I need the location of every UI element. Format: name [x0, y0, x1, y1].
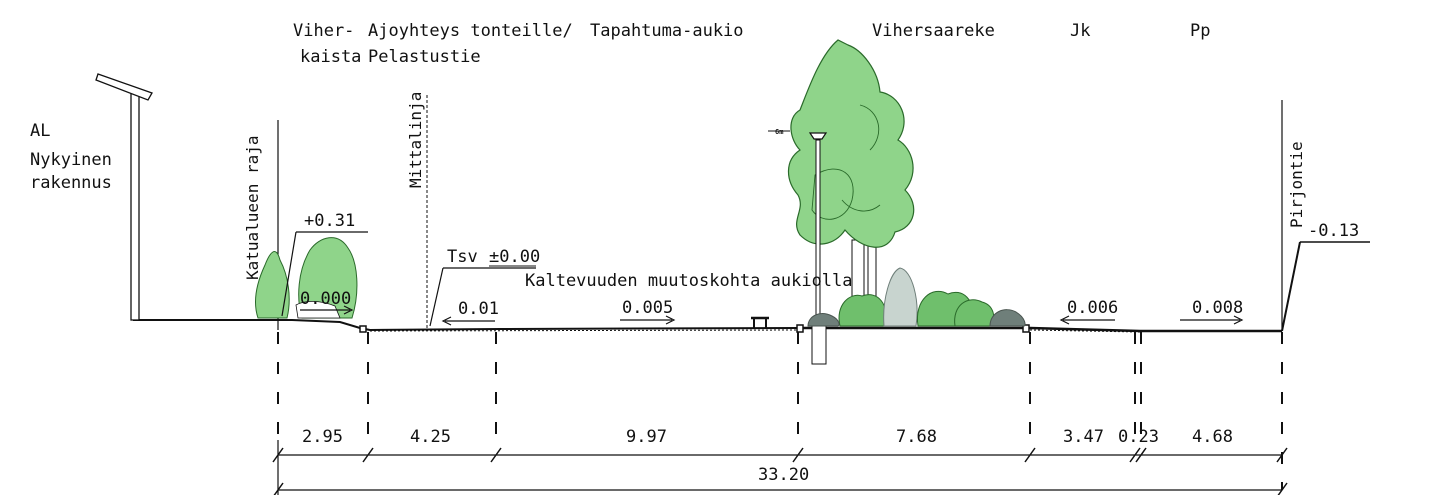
- elevation-tsv-prefix: Tsv: [447, 247, 478, 267]
- slope-pp: 0.008: [1192, 298, 1243, 318]
- dim-1: 2.95: [302, 427, 343, 447]
- zone-viherkaista-1: Viher-: [293, 21, 354, 41]
- zone-viherkaista-2: kaista: [300, 47, 361, 67]
- zone-pp: Pp: [1190, 21, 1210, 41]
- slope-green: 0.000: [300, 289, 351, 309]
- bench-icon: [751, 316, 769, 329]
- kaltevuus-note: Kaltevuuden muutoskohta aukiolla: [525, 271, 853, 291]
- zone-ajoyhteys-1: Ajoyhteys tonteille/: [368, 21, 573, 41]
- slope-road: 0.01: [458, 299, 499, 319]
- slope-square: 0.005: [622, 298, 673, 318]
- pirjontie-label: Pirjontie: [1287, 141, 1306, 228]
- ground-profile: [133, 241, 1370, 333]
- dim-5: 3.47: [1063, 427, 1104, 447]
- elevation-tsv-value: ±0.00: [489, 247, 540, 267]
- total-width: 33.20: [758, 465, 809, 485]
- dim-6: 0.23: [1118, 427, 1159, 447]
- zone-ajoyhteys-2: Pelastustie: [368, 47, 481, 67]
- zone-jk: Jk: [1070, 21, 1090, 41]
- al-label: AL: [30, 121, 50, 141]
- dim-7: 4.68: [1192, 427, 1233, 447]
- katualue-label: Katualueen raja: [243, 136, 262, 281]
- zone-vihersaareke: Vihersaareke: [872, 21, 995, 41]
- elevation-plus031: +0.31: [304, 211, 355, 231]
- dim-4: 7.68: [896, 427, 937, 447]
- building-lamp-icon: [95, 73, 153, 321]
- slope-jk: 0.006: [1067, 298, 1118, 318]
- zone-tapahtuma: Tapahtuma-aukio: [590, 21, 744, 41]
- dim-3: 9.97: [626, 427, 667, 447]
- street-light-icon: [808, 132, 828, 365]
- tree-height-label: 6m: [775, 128, 783, 136]
- building-label-1: Nykyinen: [30, 150, 112, 170]
- shrub-row-icon: [807, 267, 1026, 327]
- dimension-ticks: [272, 447, 1288, 495]
- elevation-minus013: -0.13: [1308, 221, 1359, 241]
- mittalinja-label: Mittalinja: [406, 92, 425, 188]
- building-label-2: rakennus: [30, 173, 112, 193]
- dimension-extension-lines: [277, 332, 1283, 490]
- dim-2: 4.25: [410, 427, 451, 447]
